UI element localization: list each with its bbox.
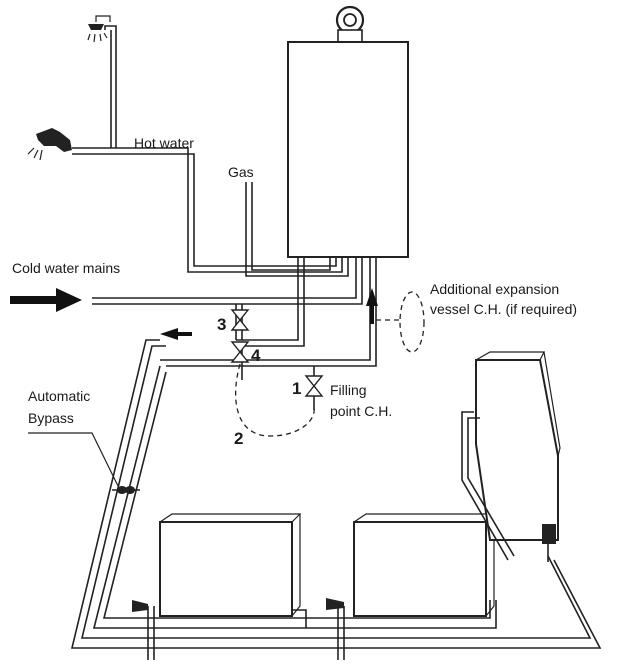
boiler-body [287, 41, 409, 258]
label-expansion-vessel-line2: vessel C.H. (if required) [430, 301, 577, 317]
radiator-valve-icon [132, 600, 148, 612]
label-hot-water: Hot water [134, 135, 194, 151]
radiator-3 [461, 351, 561, 562]
shower-head-icon [87, 15, 111, 43]
label-gas: Gas [228, 164, 254, 180]
hot-water-pipe [72, 25, 343, 273]
marker-1: 1 [292, 379, 301, 398]
boiler [287, 5, 409, 258]
radiator-valve-icon [542, 524, 556, 544]
automatic-bypass [28, 432, 140, 494]
label-expansion-vessel-line1: Additional expansion [430, 281, 559, 297]
radiator-valve-icon [326, 598, 344, 610]
filling-loop-dashed [234, 363, 315, 437]
filling-valve-1 [304, 366, 324, 410]
valve-3 [230, 309, 250, 331]
label-filling-line2: point C.H. [330, 403, 392, 419]
label-filling-line1: Filling [330, 382, 367, 398]
label-bypass-line2: Bypass [28, 410, 74, 426]
marker-3: 3 [217, 315, 226, 334]
marker-4: 4 [251, 346, 261, 365]
label-cold-water-mains: Cold water mains [12, 260, 120, 276]
gas-pipe [245, 182, 349, 277]
ch-pipework [70, 258, 602, 649]
tap-icon [27, 128, 72, 161]
marker-2: 2 [234, 429, 243, 448]
valve-4 [230, 341, 250, 363]
flow-arrow-up [366, 288, 378, 324]
expansion-vessel-dashed [376, 291, 425, 353]
cold-water-arrow [10, 288, 82, 312]
flow-arrow-left [160, 328, 192, 340]
label-bypass-line1: Automatic [28, 388, 90, 404]
radiator-1 [132, 513, 307, 660]
cold-water-mains-pipe [10, 258, 363, 312]
